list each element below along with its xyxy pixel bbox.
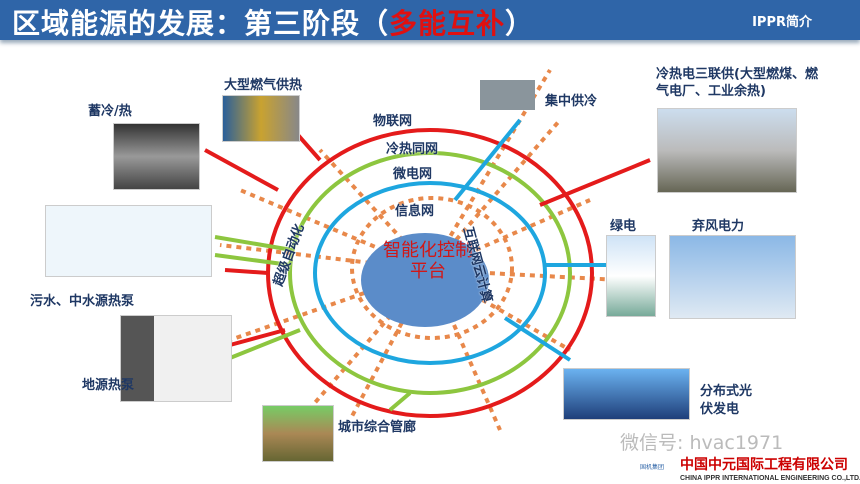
ring-microgrid: 微电网 (393, 167, 433, 182)
brand-label: IPPR简介 (752, 15, 812, 30)
chiller-photo (480, 80, 535, 110)
boiler-photo (222, 95, 300, 142)
pipe-photo (262, 405, 334, 462)
node-cchp: 冷热电三联供(大型燃煤、燃气电厂、工业余热) (656, 67, 818, 99)
node-ground: 地源热泵 (82, 378, 135, 393)
node-wind: 弃风电力 (692, 219, 745, 234)
control-platform (361, 233, 489, 327)
ring-green (288, 151, 572, 395)
title-text: 区域能源的发展：第三阶段（ (12, 7, 390, 40)
node-pv: 分布式光伏发电 (700, 384, 753, 417)
node-pipe: 城市综合管廊 (338, 420, 417, 435)
node-central-cooling: 集中供冷 (545, 94, 598, 109)
plant-photo (657, 108, 797, 193)
heatpump-schematic (45, 205, 212, 277)
page-title: 区域能源的发展：第三阶段（多能互补） (12, 2, 534, 42)
ring-blue (313, 181, 547, 365)
pv-photo (563, 368, 690, 420)
group-logo: 国机集团 (640, 464, 665, 471)
node-gas-boiler: 大型燃气供热 (224, 78, 303, 93)
wind-photo (606, 235, 656, 317)
company-name-en: CHINA IPPR INTERNATIONAL ENGINEERING CO.… (680, 475, 860, 482)
center-label: 智能化控制平台 (383, 240, 473, 282)
ring-cool-heat: 冷热同网 (386, 142, 439, 157)
company-logo: 中国中元国际工程有限公司 CHINA IPPR INTERNATIONAL ENG… (680, 454, 860, 483)
header-bar: 区域能源的发展：第三阶段（多能互补） IPPR简介 (0, 0, 860, 40)
company-name: 中国中元国际工程有限公司 (680, 457, 848, 473)
title-suffix: ） (505, 7, 535, 40)
title-highlight: 多能互补 (389, 7, 506, 40)
ring-iot: 物联网 (373, 114, 413, 129)
tower-photo (669, 235, 796, 319)
ground-schematic (120, 315, 232, 402)
node-storage: 蓄冷/热 (88, 104, 132, 119)
node-green-power: 绿电 (610, 219, 637, 234)
node-sewage: 污水、中水源热泵 (30, 294, 135, 309)
watermark: 微信号: hvac1971 (620, 432, 784, 454)
ring-info: 信息网 (395, 204, 435, 219)
storage-photo (113, 123, 200, 190)
